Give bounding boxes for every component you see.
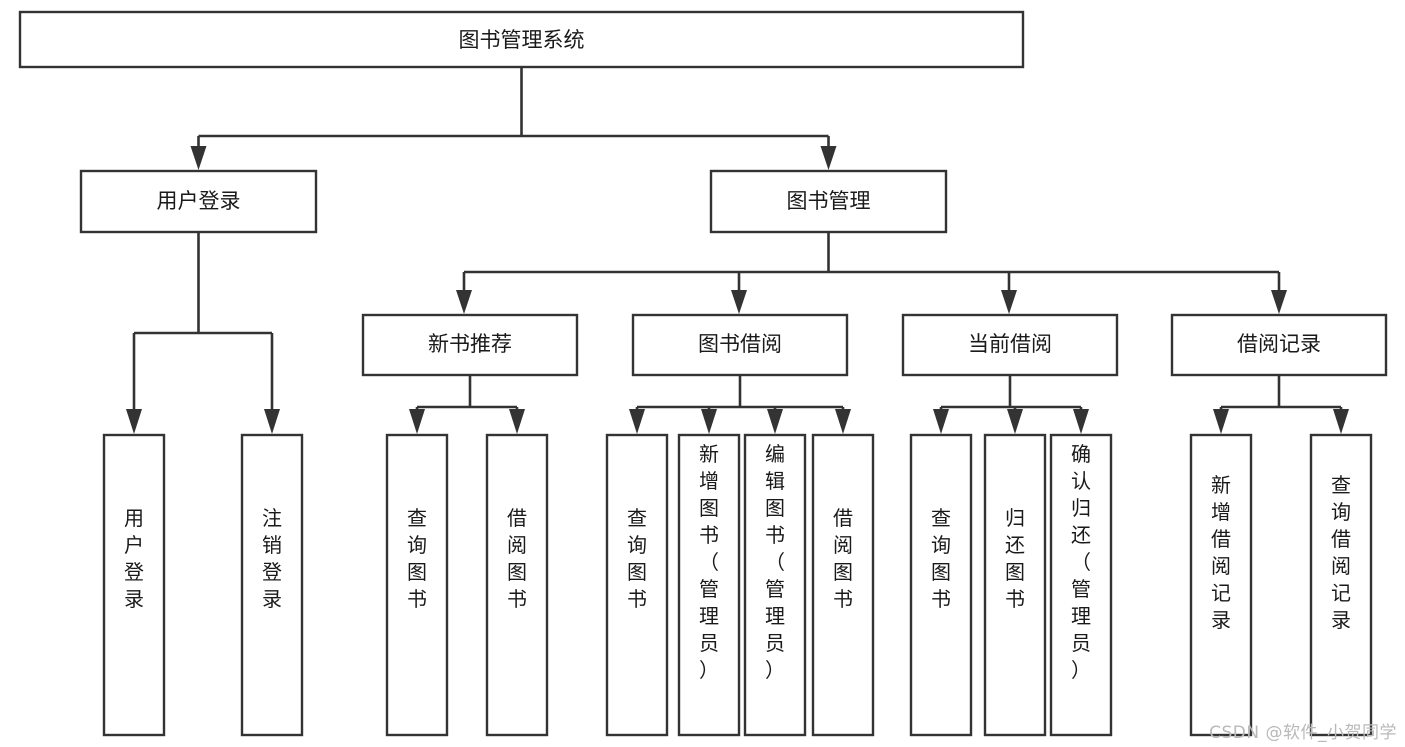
node-leaf-borrow-book-bor[interactable]: 借阅图书 — [811, 433, 875, 737]
node-leaf-query-book-cur-label: 查询图书 — [931, 506, 951, 611]
node-leaf-add-book-label: 新增图书（管理员） — [699, 442, 719, 682]
node-leaf-query-record-label: 查询借阅记录 — [1331, 473, 1351, 632]
node-leaf-user-logout-label: 注销登录 — [262, 506, 282, 611]
node-borrow-record-label: 借阅记录 — [1237, 332, 1321, 356]
node-root-label: 图书管理系统 — [459, 28, 585, 52]
node-book-borrow-box[interactable] — [631, 313, 849, 377]
node-leaf-borrow-book-bor-label: 借阅图书 — [833, 506, 853, 611]
node-book-borrow-label: 图书借阅 — [698, 332, 782, 356]
node-leaf-edit-book-box[interactable] — [743, 433, 807, 737]
node-leaf-borrow-book-bor-box[interactable] — [811, 433, 875, 737]
node-leaf-query-record-box[interactable] — [1309, 433, 1373, 737]
node-leaf-query-book-rec-box[interactable] — [385, 433, 449, 737]
arrow-to-leaf-borrow-book-bor — [835, 409, 851, 434]
node-book-manage-label: 图书管理 — [787, 189, 871, 213]
node-leaf-add-record-label: 新增借阅记录 — [1211, 473, 1231, 632]
node-book-manage-box[interactable] — [709, 169, 948, 234]
arrow-to-leaf-return-book — [1007, 409, 1023, 434]
node-leaf-edit-book[interactable]: 编辑图书（管理员） — [743, 433, 807, 737]
node-leaf-add-record[interactable]: 新增借阅记录 — [1189, 433, 1253, 737]
node-current-borrow[interactable]: 当前借阅 — [901, 313, 1119, 377]
arrow-to-leaf-query-record — [1333, 409, 1349, 434]
node-leaf-add-book[interactable]: 新增图书（管理员） — [677, 433, 741, 737]
arrow-to-new-book-rec — [456, 290, 472, 314]
node-leaf-add-book-box[interactable] — [677, 433, 741, 737]
node-leaf-user-login-label: 用户登录 — [124, 506, 144, 611]
arrow-to-leaf-user-login — [126, 409, 142, 434]
edge-layer — [126, 67, 1349, 434]
node-leaf-borrow-book-rec[interactable]: 借阅图书 — [485, 433, 549, 737]
arrow-to-leaf-user-logout — [264, 409, 280, 434]
node-current-borrow-label: 当前借阅 — [968, 332, 1052, 356]
node-leaf-user-login[interactable]: 用户登录 — [102, 433, 166, 737]
arrow-to-current-borrow — [1001, 290, 1017, 314]
node-borrow-record-box[interactable] — [1170, 313, 1388, 377]
node-leaf-return-book-label: 归还图书 — [1005, 506, 1025, 611]
node-leaf-return-book[interactable]: 归还图书 — [983, 433, 1047, 737]
arrow-root-to-book-manage — [820, 146, 837, 170]
node-leaf-query-book-bor-box[interactable] — [605, 433, 669, 737]
node-leaf-borrow-book-rec-box[interactable] — [485, 433, 549, 737]
arrow-root-to-user-login — [190, 146, 207, 170]
node-user-login-label: 用户登录 — [157, 189, 241, 213]
arrow-to-leaf-query-book-rec — [409, 409, 425, 434]
node-user-login[interactable]: 用户登录 — [79, 169, 318, 234]
node-new-book-rec[interactable]: 新书推荐 — [361, 313, 579, 377]
node-root-box[interactable] — [18, 10, 1025, 69]
node-leaf-user-login-box[interactable] — [102, 433, 166, 737]
node-leaf-query-record[interactable]: 查询借阅记录 — [1309, 433, 1373, 737]
node-user-login-box[interactable] — [79, 169, 318, 234]
node-leaf-query-book-rec-label: 查询图书 — [407, 506, 427, 611]
arrow-to-borrow-record — [1271, 290, 1287, 314]
node-current-borrow-box[interactable] — [901, 313, 1119, 377]
arrow-to-book-borrow — [731, 290, 747, 314]
arrow-to-leaf-add-record — [1213, 409, 1229, 434]
node-new-book-rec-label: 新书推荐 — [428, 332, 512, 356]
node-leaf-user-logout[interactable]: 注销登录 — [240, 433, 304, 737]
node-leaf-query-book-cur[interactable]: 查询图书 — [909, 433, 973, 737]
node-leaf-confirm-return-box[interactable] — [1049, 433, 1113, 737]
node-leaf-confirm-return-label: 确认归还（管理员） — [1071, 442, 1091, 682]
node-leaf-user-logout-box[interactable] — [240, 433, 304, 737]
node-leaf-confirm-return[interactable]: 确认归还（管理员） — [1049, 433, 1113, 737]
arrow-to-leaf-query-book-cur — [933, 409, 949, 434]
node-leaf-add-record-box[interactable] — [1189, 433, 1253, 737]
node-book-borrow[interactable]: 图书借阅 — [631, 313, 849, 377]
node-book-manage[interactable]: 图书管理 — [709, 169, 948, 234]
node-new-book-rec-box[interactable] — [361, 313, 579, 377]
csdn-watermark: CSDN @软件_小贺同学 — [1209, 723, 1397, 743]
node-leaf-edit-book-label: 编辑图书（管理员） — [765, 442, 785, 682]
node-leaf-query-book-cur-box[interactable] — [909, 433, 973, 737]
node-leaf-query-book-bor-label: 查询图书 — [627, 506, 647, 611]
node-leaf-query-book-rec[interactable]: 查询图书 — [385, 433, 449, 737]
arrow-to-leaf-query-book-bor — [629, 409, 645, 434]
node-leaf-return-book-box[interactable] — [983, 433, 1047, 737]
node-leaf-borrow-book-rec-label: 借阅图书 — [507, 506, 527, 611]
node-leaf-query-book-bor[interactable]: 查询图书 — [605, 433, 669, 737]
arrow-to-leaf-add-book — [701, 409, 717, 434]
arrow-to-leaf-confirm-return — [1073, 409, 1089, 434]
arrow-to-leaf-borrow-book-rec — [509, 409, 525, 434]
node-borrow-record[interactable]: 借阅记录 — [1170, 313, 1388, 377]
arrow-to-leaf-edit-book — [767, 409, 783, 434]
node-root[interactable]: 图书管理系统 — [18, 10, 1025, 69]
